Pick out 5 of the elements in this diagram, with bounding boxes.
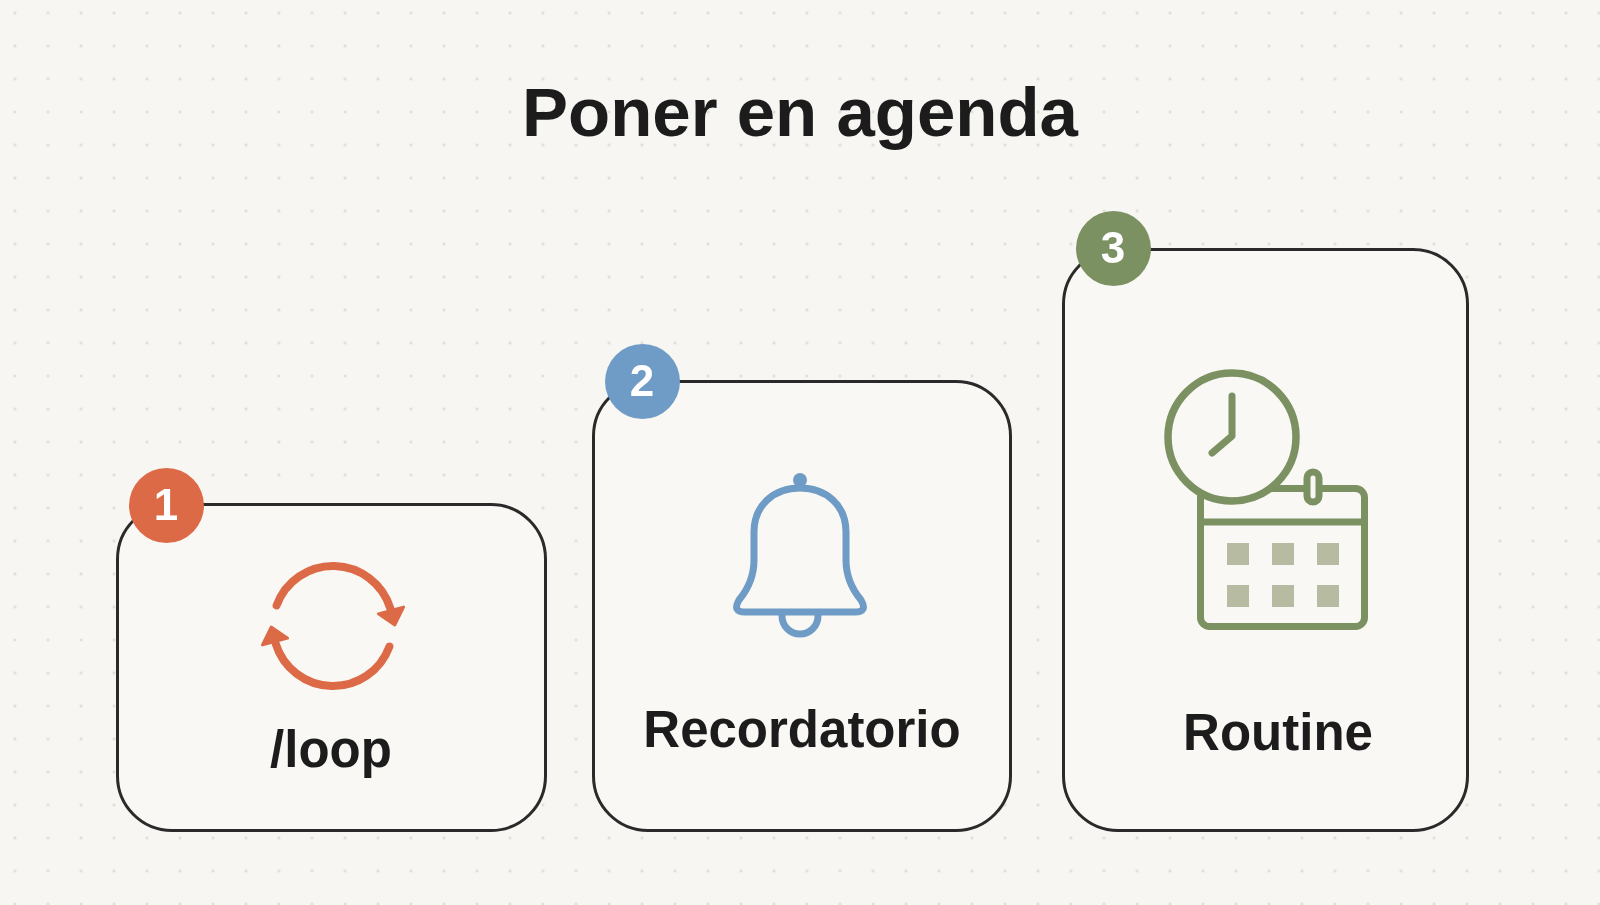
step-number: 1 bbox=[153, 483, 179, 527]
step-label: Recordatorio bbox=[643, 704, 961, 755]
step-number: 3 bbox=[1100, 226, 1126, 270]
step-number: 2 bbox=[629, 359, 655, 403]
step-label: Routine bbox=[1183, 707, 1373, 758]
